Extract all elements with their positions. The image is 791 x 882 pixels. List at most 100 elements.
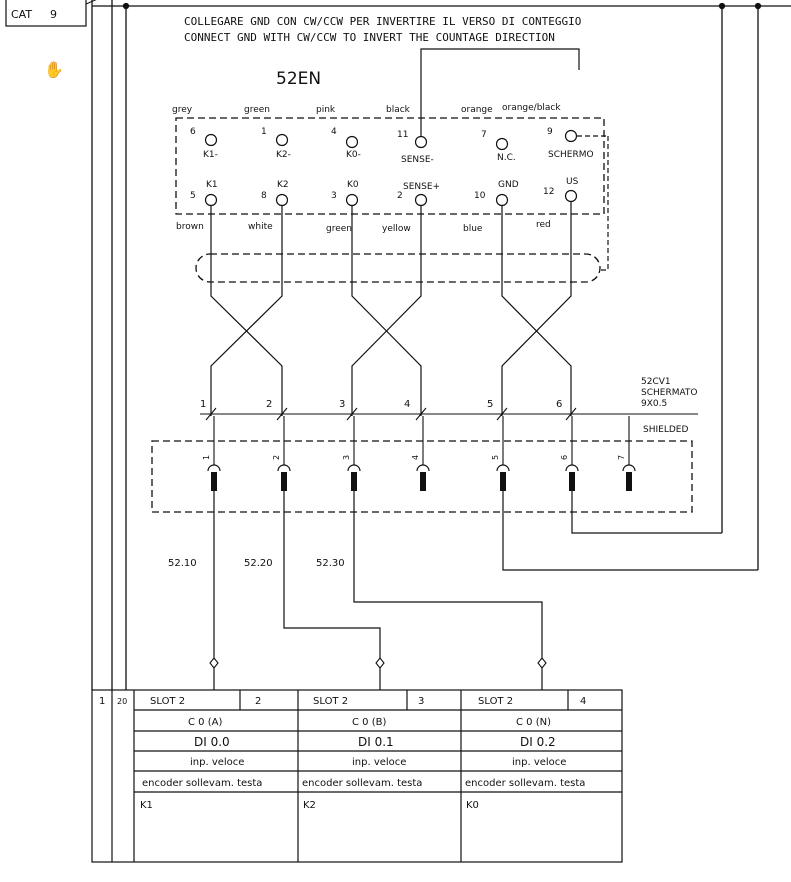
svg-text:2: 2 (272, 455, 281, 460)
terminal-1: 1 (202, 416, 221, 491)
bottom-pin-2: 8 K2 (261, 180, 289, 207)
note-italian: COLLEGARE GND CON CW/CCW PER INVERTIRE I… (184, 15, 581, 28)
svg-text:1: 1 (202, 455, 211, 460)
bottom-color-5: blue (463, 224, 483, 234)
pin-terminal-icon (564, 189, 578, 203)
svg-text:inp. veloce: inp. veloce (512, 757, 566, 768)
svg-text:9X0.5: 9X0.5 (641, 399, 667, 409)
bottom-color-4: yellow (382, 224, 411, 234)
conductor-4: 4 (404, 399, 410, 410)
svg-text:SENSE-: SENSE- (401, 155, 434, 165)
svg-text:SENSE+: SENSE+ (403, 182, 440, 192)
svg-text:GND: GND (498, 180, 519, 190)
twisted-pairs (210, 202, 572, 416)
svg-text:K0: K0 (466, 800, 479, 811)
sense-and-shield-lines (420, 48, 609, 271)
io-table (91, 689, 623, 863)
top-color-5: orange (461, 105, 493, 115)
svg-text:SLOT 2: SLOT 2 (313, 696, 348, 707)
svg-text:3: 3 (331, 191, 337, 201)
pin-terminal-icon (495, 193, 509, 207)
pin-terminal-icon (564, 129, 578, 143)
table-ref: 20 (117, 697, 127, 706)
svg-text:K1-: K1- (203, 150, 218, 160)
junction-markers (209, 657, 547, 669)
svg-text:K0: K0 (347, 180, 359, 190)
terminal-6: 6 (560, 416, 579, 491)
terminals: 1 2 3 4 5 6 7 (202, 416, 636, 491)
svg-text:3: 3 (342, 455, 351, 460)
bottom-wire-colors: brown white green yellow blue red (176, 220, 551, 234)
sheet-tag-number: 9 (50, 8, 57, 21)
top-color-1: grey (172, 105, 193, 115)
bottom-pin-1: 5 K1 (190, 180, 218, 207)
top-wire-colors: grey green pink black orange orange/blac… (172, 103, 561, 115)
wire-label-3: 52.30 (316, 558, 345, 569)
svg-text:10: 10 (474, 191, 486, 201)
pin-terminal-icon (345, 193, 359, 207)
svg-text:DI 0.0: DI 0.0 (194, 735, 230, 749)
svg-text:C 0 (N): C 0 (N) (516, 717, 551, 728)
pin-terminal-icon (495, 137, 509, 151)
top-color-2: green (244, 105, 270, 115)
conductor-6: 6 (556, 399, 562, 410)
connector-name: 52EN (276, 69, 321, 89)
svg-text:K2: K2 (277, 180, 289, 190)
bottom-color-6: red (536, 220, 551, 230)
svg-text:9: 9 (547, 127, 553, 137)
io-column-1: SLOT 2 2 C 0 (A) DI 0.0 inp. veloce enco… (140, 696, 262, 811)
conductor-3: 3 (339, 399, 345, 410)
svg-text:8: 8 (261, 191, 267, 201)
junction-diamond-icon (209, 657, 219, 669)
io-column-2: SLOT 2 3 C 0 (B) DI 0.1 inp. veloce enco… (302, 696, 424, 811)
svg-text:DI 0.1: DI 0.1 (358, 735, 394, 749)
top-pin-1: 6K1- (190, 127, 218, 160)
terminal-5: 5 (491, 416, 510, 491)
bottom-color-3: green (326, 224, 352, 234)
svg-text:SCHERMATO: SCHERMATO (641, 388, 698, 398)
wire-label-1: 52.10 (168, 558, 197, 569)
svg-text:6: 6 (190, 127, 196, 137)
svg-text:5: 5 (190, 191, 196, 201)
svg-text:K2: K2 (303, 800, 316, 811)
pin-terminal-icon (414, 135, 428, 149)
table-row-number: 1 (99, 696, 105, 707)
svg-text:2: 2 (255, 696, 261, 707)
hand-cursor-icon[interactable]: ✋ (44, 60, 64, 79)
wire-label-2: 52.20 (244, 558, 273, 569)
svg-text:K2-: K2- (276, 150, 291, 160)
svg-text:3: 3 (418, 696, 424, 707)
svg-text:K0-: K0- (346, 150, 361, 160)
pin-terminal-icon (275, 133, 289, 147)
sheet-tag[interactable]: CAT 9 (5, 0, 100, 27)
field-wires (213, 491, 758, 690)
svg-text:K1: K1 (206, 180, 218, 190)
terminal-2: 2 (272, 416, 291, 491)
svg-text:C 0 (A): C 0 (A) (188, 717, 222, 728)
pin-terminal-icon (275, 193, 289, 207)
conductor-1: 1 (200, 399, 206, 410)
svg-text:inp. veloce: inp. veloce (190, 757, 244, 768)
top-color-4: black (386, 105, 411, 115)
terminal-4: 4 (411, 416, 430, 491)
note-english: CONNECT GND WITH CW/CCW TO INVERT THE CO… (184, 31, 555, 44)
svg-text:2: 2 (397, 191, 403, 201)
svg-text:SHIELDED: SHIELDED (643, 425, 688, 435)
sheet-tag-label: CAT (11, 8, 32, 21)
top-pin-3: 4K0- (331, 127, 361, 160)
svg-text:encoder sollevam. testa: encoder sollevam. testa (142, 778, 262, 789)
cable-label: 52CV1 SCHERMATO 9X0.5 SHIELDED (641, 377, 698, 435)
terminal-3: 3 (342, 416, 361, 491)
svg-text:encoder sollevam. testa: encoder sollevam. testa (302, 778, 422, 789)
pin-terminal-icon (414, 193, 428, 207)
svg-text:7: 7 (481, 130, 487, 140)
top-pin-2: 1K2- (261, 127, 291, 160)
svg-text:4: 4 (580, 696, 586, 707)
